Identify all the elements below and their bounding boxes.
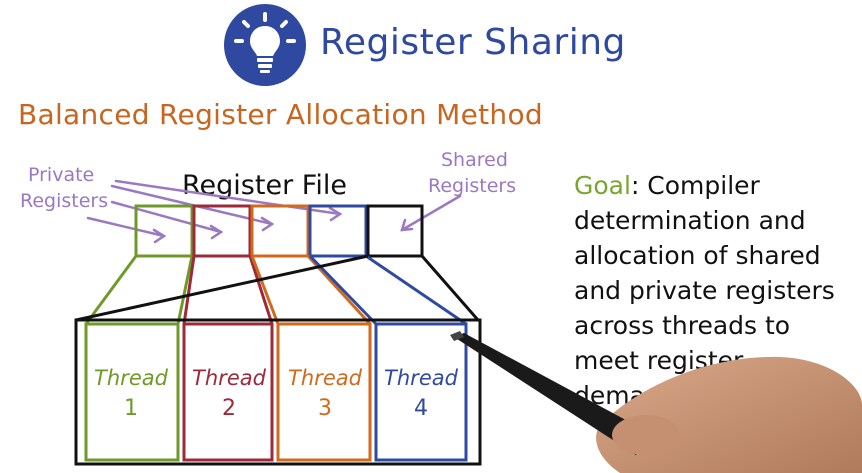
threads-container	[74, 318, 482, 466]
register-file-label: Register File	[182, 170, 347, 201]
thread-box-2	[182, 322, 274, 462]
register-box-thread-1	[134, 204, 194, 258]
thread-4-label: Thread	[384, 366, 459, 390]
thread-box-4	[374, 322, 468, 462]
thread-1-number: 1	[124, 396, 138, 421]
goal-keyword: Goal	[574, 171, 631, 200]
thread-4-number: 4	[414, 396, 428, 421]
thread-3-number: 3	[318, 396, 332, 421]
private-registers-label-line1: Private	[28, 164, 94, 186]
thread-3-label: Thread	[288, 366, 363, 390]
thread-box-3	[276, 322, 372, 462]
thread-1-label: Thread	[94, 366, 169, 390]
page-subtitle: Balanced Register Allocation Method	[18, 98, 543, 131]
page-title: Register Sharing	[320, 22, 626, 63]
register-box-thread-2	[192, 204, 252, 258]
private-registers-label-line2: Registers	[20, 190, 108, 212]
shared-registers-label-line1: Shared	[441, 149, 508, 171]
register-box-shared	[366, 204, 424, 258]
thread-2-number: 2	[222, 396, 236, 421]
shared-registers-label-line2: Registers	[428, 175, 516, 197]
thread-2-label: Thread	[192, 366, 267, 390]
hand-with-marker-icon	[450, 331, 862, 473]
register-box-thread-3	[250, 204, 310, 258]
lightbulb-logo-icon	[224, 4, 306, 86]
thread-box-1	[84, 322, 180, 462]
register-box-thread-4	[308, 204, 368, 258]
